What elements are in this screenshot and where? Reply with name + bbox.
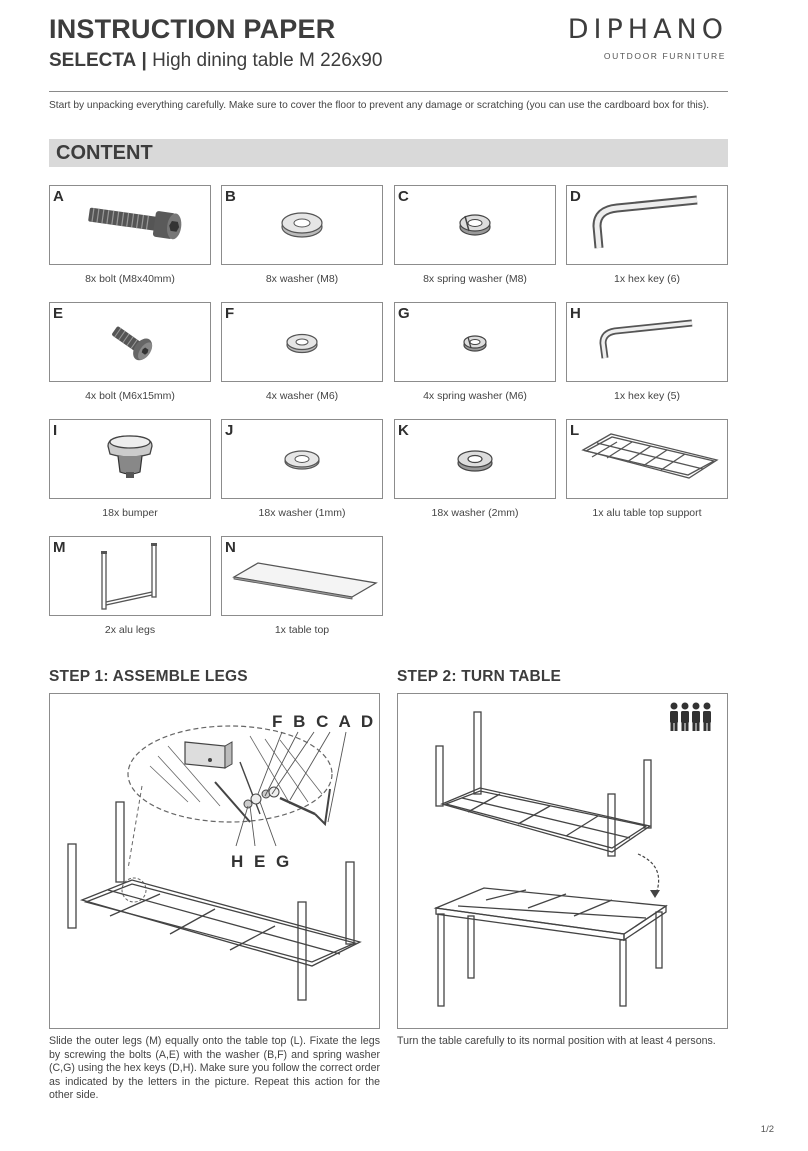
washer-icon — [457, 450, 493, 472]
part-image-frame: J — [221, 419, 383, 499]
content-heading: CONTENT — [56, 142, 153, 164]
part-caption: 8x washer (M8) — [265, 273, 339, 285]
part-letter: F — [225, 305, 235, 322]
washer-icon — [284, 450, 320, 470]
part-d: D 1x hex key (6) — [566, 185, 728, 285]
part-letter: H — [570, 305, 581, 322]
product-name: SELECTA — [49, 50, 137, 71]
part-caption: 1x hex key (5) — [614, 390, 680, 402]
title-separator: | — [141, 50, 147, 71]
table-top-icon — [232, 562, 378, 600]
part-g: G 4x spring washer (M6) — [394, 302, 556, 402]
part-image-frame: B — [221, 185, 383, 265]
part-i: I 18x bumper — [49, 419, 211, 519]
part-m: M 2x alu legs — [49, 536, 211, 636]
part-caption: 2x alu legs — [104, 624, 156, 636]
step1-illustration: F B C A D H E G — [49, 693, 380, 1029]
hex-key-icon — [599, 319, 693, 359]
part-image-frame: H — [566, 302, 728, 382]
spring-washer-icon — [459, 214, 491, 236]
part-caption: 1x table top — [274, 624, 330, 636]
four-persons-icon — [670, 702, 711, 731]
document-title: INSTRUCTION PAPER — [49, 14, 336, 44]
step2-illustration — [397, 693, 728, 1029]
step1-instructions: Slide the outer legs (M) equally onto th… — [49, 1035, 380, 1102]
bumper-icon — [107, 435, 153, 478]
assembly-diagram-icon — [67, 725, 362, 1001]
bolt-icon — [88, 207, 182, 240]
spring-washer-icon — [463, 335, 487, 352]
part-l: L 1x alu table top support — [566, 419, 728, 519]
part-letter: D — [570, 188, 581, 205]
turn-table-diagram-icon — [433, 702, 711, 1007]
part-letter: C — [398, 188, 409, 205]
part-image-frame: L — [566, 419, 728, 499]
part-letter: A — [53, 188, 64, 205]
part-caption: 1x hex key (6) — [614, 273, 680, 285]
header-divider — [49, 91, 728, 92]
legs-icon — [101, 543, 157, 610]
part-image-frame: D — [566, 185, 728, 265]
part-caption: 4x spring washer (M6) — [423, 390, 527, 402]
part-image-frame: K — [394, 419, 556, 499]
part-image-frame: N — [221, 536, 383, 616]
brand-logo: DIPHANO — [567, 14, 728, 45]
step2-title: STEP 2: TURN TABLE — [397, 668, 562, 685]
part-letter: G — [398, 305, 410, 322]
step1-part-labels-bottom: H E G — [231, 852, 293, 871]
part-f: F 4x washer (M6) — [221, 302, 383, 402]
part-letter: M — [53, 539, 66, 556]
part-letter: I — [53, 422, 58, 439]
part-b: B 8x washer (M8) — [221, 185, 383, 285]
product-description: High dining table M 226x90 — [152, 50, 383, 71]
step1-part-labels-top: F B C A D — [272, 712, 377, 731]
part-image-frame: M — [49, 536, 211, 616]
content-section-header: CONTENT — [49, 139, 728, 167]
part-letter: J — [225, 422, 234, 439]
part-c: C 8x spring washer (M8) — [394, 185, 556, 285]
part-letter: B — [225, 188, 236, 205]
part-image-frame: A — [49, 185, 211, 265]
part-image-frame: I — [49, 419, 211, 499]
part-letter: E — [53, 305, 64, 322]
part-h: H 1x hex key (5) — [566, 302, 728, 402]
step1-title: STEP 1: ASSEMBLE LEGS — [49, 668, 248, 685]
part-caption: 4x washer (M6) — [265, 390, 339, 402]
part-letter: L — [570, 422, 580, 439]
page-number: 1/2 — [760, 1124, 774, 1135]
table-support-icon — [581, 433, 719, 479]
part-letter: K — [398, 422, 409, 439]
part-image-frame: E — [49, 302, 211, 382]
part-caption: 18x bumper — [102, 507, 158, 519]
washer-icon — [281, 212, 323, 238]
part-a: A 8x bolt (M8x40mm) — [49, 185, 211, 285]
part-caption: 18x washer (2mm) — [431, 507, 519, 519]
step2-instructions: Turn the table carefully to its normal p… — [397, 1035, 716, 1047]
part-letter: N — [225, 539, 236, 556]
brand-tagline: OUTDOOR FURNITURE — [603, 51, 726, 61]
hex-key-icon — [592, 195, 698, 249]
bolt-icon — [112, 326, 153, 361]
part-n: N 1x table top — [221, 536, 383, 636]
part-caption: 18x washer (1mm) — [258, 507, 346, 519]
part-caption: 4x bolt (M6x15mm) — [85, 390, 175, 402]
part-image-frame: G — [394, 302, 556, 382]
part-k: K 18x washer (2mm) — [394, 419, 556, 519]
part-caption: 8x bolt (M8x40mm) — [85, 273, 175, 285]
part-image-frame: F — [221, 302, 383, 382]
part-caption: 1x alu table top support — [592, 507, 702, 519]
part-image-frame: C — [394, 185, 556, 265]
part-e: E 4x bolt (M6x15mm) — [49, 302, 211, 402]
product-subtitle: SELECTA | High dining table M 226x90 — [49, 50, 382, 72]
intro-text: Start by unpacking everything carefully.… — [49, 100, 710, 111]
part-j: J 18x washer (1mm) — [221, 419, 383, 519]
part-caption: 8x spring washer (M8) — [423, 273, 527, 285]
washer-icon — [286, 333, 318, 354]
